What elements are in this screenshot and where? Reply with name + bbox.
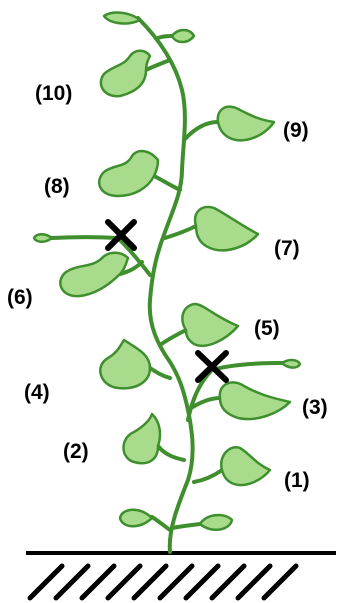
petiole-5: [160, 330, 186, 345]
leaf-1: [221, 447, 270, 485]
petiole-bottom-left: [152, 517, 170, 530]
leaf-6: [60, 253, 128, 296]
leaf-top-right: [172, 30, 194, 42]
leaf-4: [100, 340, 150, 388]
leaf-label-7: (7): [274, 238, 300, 259]
petiole-1: [194, 470, 222, 482]
leaf-label-8: (8): [44, 176, 70, 197]
leaf-5: [182, 304, 238, 346]
leaf-label-9: (9): [283, 120, 309, 141]
leaf-10: [101, 51, 150, 96]
ground: [26, 553, 336, 598]
leaf-label-4: (4): [24, 382, 50, 403]
petiole-7: [165, 226, 196, 238]
leaf-9: [218, 107, 274, 141]
leaf-label-3: (3): [302, 397, 328, 418]
petiole-bottom-right: [172, 524, 200, 528]
leaf-bottom-left: [120, 510, 152, 527]
leaf-label-2: (2): [63, 441, 89, 462]
leaf-top-left: [104, 13, 140, 24]
leaf-label-5: (5): [254, 318, 280, 339]
petiole-2: [158, 446, 184, 460]
leaf-label-10: (10): [35, 83, 72, 104]
main-stem: [138, 18, 193, 552]
cross-mark-leaf-6: [108, 222, 134, 248]
leaf-2: [124, 414, 161, 463]
bud-right: [282, 360, 300, 368]
leaf-7: [195, 207, 258, 250]
leaf-8: [99, 151, 158, 196]
leaf-bottom-right: [200, 515, 232, 530]
leaf-label-1: (1): [284, 470, 310, 491]
leaf-label-6: (6): [7, 287, 33, 308]
leaf-3: [220, 382, 290, 419]
petiole-4: [150, 368, 170, 378]
ground-hatching: [30, 566, 296, 598]
petiole-top: [158, 36, 172, 38]
bud-left: [34, 234, 52, 242]
petiole-9: [184, 122, 218, 140]
petiole-10: [146, 60, 170, 70]
petiole-8: [154, 176, 180, 190]
